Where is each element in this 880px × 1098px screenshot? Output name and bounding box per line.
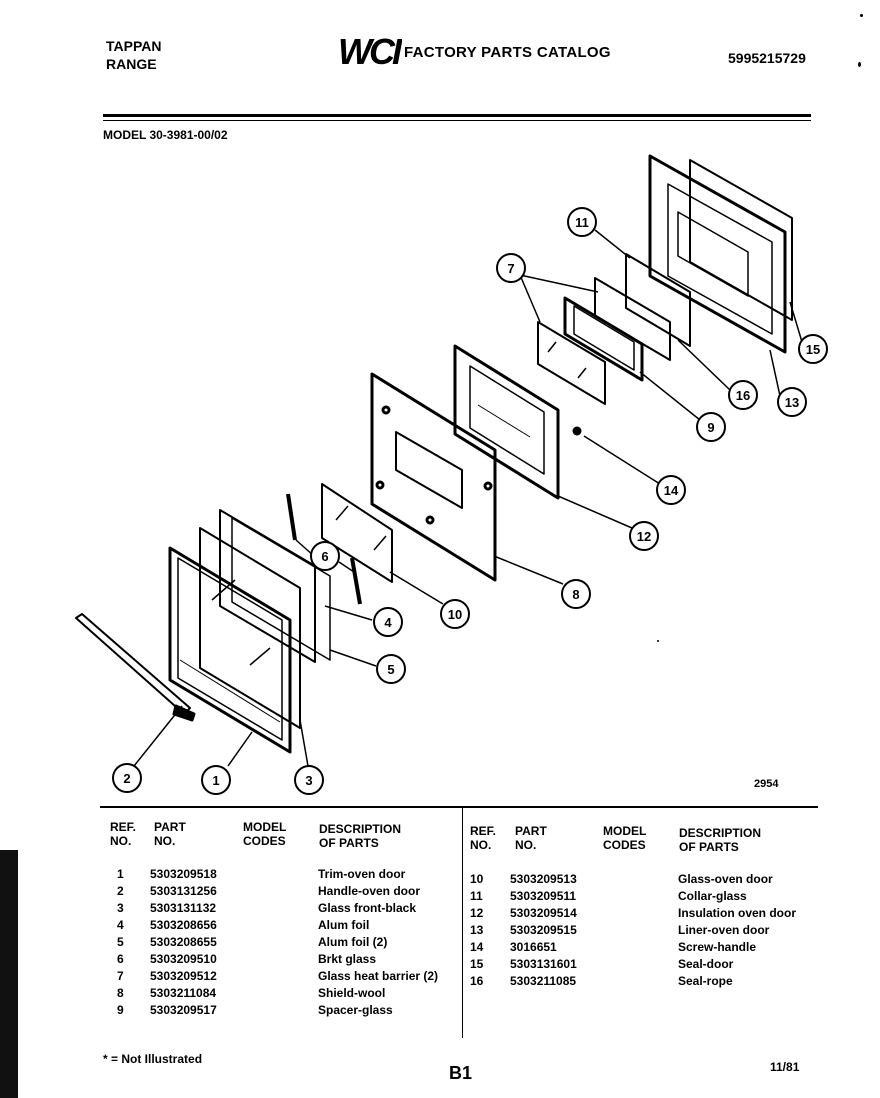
part-seal-rope — [625, 253, 691, 347]
brand-name: TAPPAN — [106, 38, 162, 54]
part-insulation-oven-door — [453, 344, 560, 500]
callout-3 — [294, 765, 324, 795]
callout-5 — [376, 654, 406, 684]
callout-6 — [310, 541, 340, 571]
scan-speck — [657, 640, 659, 642]
header-ref-no: REF.NO. — [470, 824, 497, 852]
callout-13 — [777, 387, 807, 417]
svg-text:12: 12 — [637, 529, 651, 544]
page-number: B1 — [449, 1063, 473, 1083]
catalog-title: FACTORY PARTS CATALOG — [404, 44, 611, 61]
svg-text:10: 10 — [448, 607, 462, 622]
part-screw-handle — [572, 426, 582, 436]
callout-12 — [629, 521, 659, 551]
svg-text:11: 11 — [575, 215, 589, 230]
not-illustrated-note: * = Not Illustrated — [103, 1052, 203, 1066]
callout-1 — [201, 765, 231, 795]
header-rule-top — [103, 114, 811, 117]
exploded-parts-diagram: 1 2 3 4 5 6 7 8 9 10 11 12 13 14 15 16 — [75, 154, 828, 795]
svg-text:5: 5 — [387, 662, 394, 677]
part-alum-foil — [219, 509, 316, 663]
wci-logo: WCI — [338, 34, 402, 68]
part-bracket-glass — [286, 493, 297, 541]
callout-10 — [440, 599, 470, 629]
header-ref-no: REF.NO. — [110, 820, 137, 848]
date-code: 11/81 — [770, 1060, 800, 1074]
part-collar-glass — [594, 277, 671, 361]
callout-14 — [656, 475, 686, 505]
callout-7 — [496, 253, 526, 283]
part-seal-door — [689, 159, 793, 321]
callout-16 — [728, 380, 758, 410]
part-bracket-glass-2 — [350, 557, 362, 605]
callout-9 — [696, 412, 726, 442]
scan-speck — [858, 62, 861, 67]
callout-15 — [798, 334, 828, 364]
svg-text:3: 3 — [305, 773, 312, 788]
svg-text:16: 16 — [736, 388, 750, 403]
logo-text: WCI — [338, 34, 402, 68]
table-column-divider — [462, 808, 463, 1038]
svg-text:9: 9 — [707, 420, 714, 435]
callout-4 — [373, 607, 403, 637]
svg-text:1: 1 — [212, 773, 219, 788]
svg-text:13: 13 — [785, 395, 799, 410]
header-rule-thin — [103, 120, 811, 121]
svg-text:14: 14 — [664, 483, 679, 498]
svg-text:15: 15 — [806, 342, 820, 357]
diagram-number: 2954 — [754, 778, 779, 790]
model-number: MODEL 30-3981-00/02 — [103, 128, 228, 142]
svg-text:8: 8 — [572, 587, 579, 602]
document-number: 5995215729 — [728, 50, 806, 66]
scan-binding-edge — [0, 850, 18, 1098]
part-handle — [75, 613, 196, 722]
svg-text:7: 7 — [507, 261, 514, 276]
callout-11 — [567, 207, 597, 237]
part-glass-oven-door — [321, 483, 393, 583]
parts-table — [100, 806, 818, 1046]
svg-text:6: 6 — [321, 549, 328, 564]
callout-2 — [112, 763, 142, 793]
part-alum-foil-2 — [231, 517, 331, 661]
svg-text:2: 2 — [123, 771, 130, 786]
product-name: RANGE — [106, 56, 157, 72]
part-trim-oven-door — [168, 546, 292, 754]
part-shield-wool — [370, 372, 497, 582]
scan-speck — [860, 14, 863, 17]
part-glass-front — [199, 527, 301, 729]
part-glass-heat-barrier — [537, 321, 606, 405]
callout-8 — [561, 579, 591, 609]
svg-text:4: 4 — [384, 615, 392, 630]
